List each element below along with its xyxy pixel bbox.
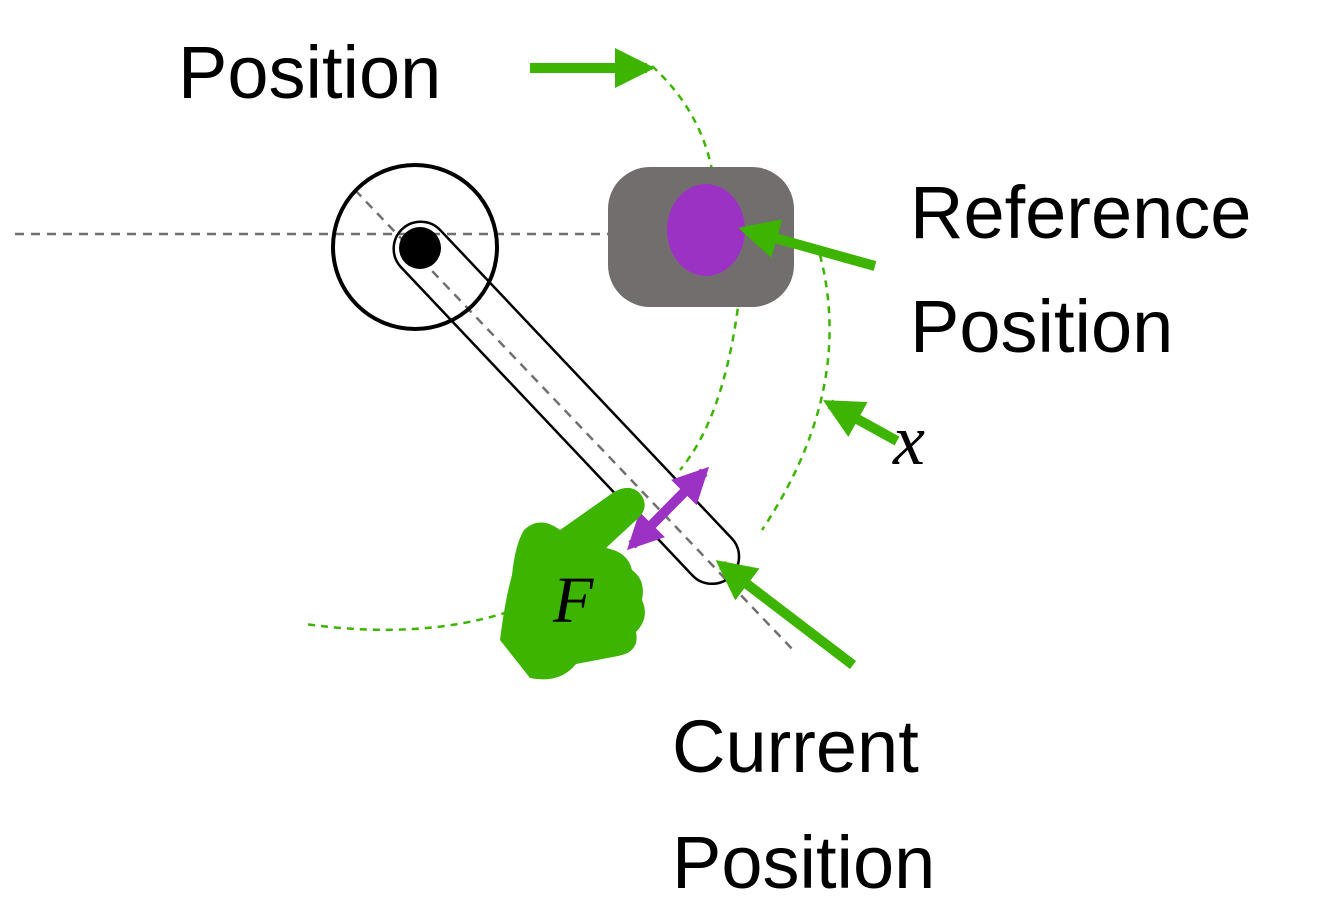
pointing-hand-icon bbox=[500, 487, 645, 680]
current-position-label-line1: Current bbox=[672, 705, 919, 788]
current-position-label-line2: Position bbox=[672, 821, 935, 904]
pivot-joint-icon bbox=[331, 163, 499, 331]
travel-arc-lower bbox=[304, 610, 509, 632]
force-symbol: F bbox=[552, 564, 594, 637]
position-arc bbox=[651, 65, 714, 171]
force-double-arrow bbox=[626, 466, 710, 551]
reference-position-label-line2: Position bbox=[910, 285, 1173, 368]
reference-position-arrow bbox=[738, 219, 877, 271]
reference-target-dot bbox=[667, 184, 745, 276]
displacement-arc bbox=[760, 254, 831, 531]
travel-arc bbox=[679, 269, 744, 471]
reference-position-label-line1: Reference bbox=[910, 171, 1251, 254]
current-position-arrow bbox=[715, 560, 857, 669]
position-label: Position bbox=[178, 31, 441, 114]
x-displacement-arrow bbox=[822, 399, 900, 446]
x-symbol: x bbox=[892, 400, 925, 480]
